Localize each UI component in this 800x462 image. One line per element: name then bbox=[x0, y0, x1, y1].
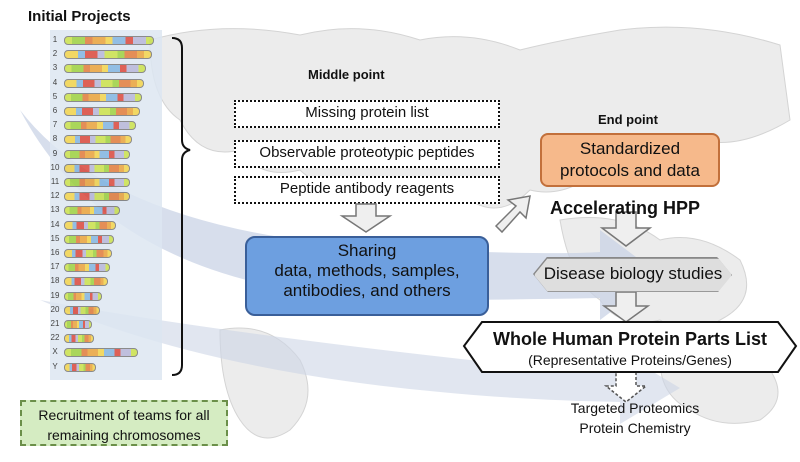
whole-parts-list-title: Whole Human Protein Parts List bbox=[492, 329, 768, 349]
chromosome-label: 8 bbox=[52, 134, 58, 144]
chromosome-ideogram bbox=[64, 78, 144, 88]
sharing-box: Sharing data, methods, samples, antibodi… bbox=[245, 236, 489, 316]
middle-point-title: Middle point bbox=[308, 67, 385, 82]
chromosome-label: 15 bbox=[50, 233, 60, 243]
chromosome-label: 22 bbox=[50, 333, 60, 343]
recruit-line-1: Recruitment of teams for all bbox=[38, 407, 210, 423]
chromosome-ideogram bbox=[64, 135, 132, 145]
sharing-line-1: Sharing bbox=[337, 241, 397, 260]
chromosome-label: 4 bbox=[52, 77, 58, 87]
chromosome-ideogram bbox=[64, 348, 138, 358]
chromosome-ideogram bbox=[64, 305, 100, 315]
chromosome-ideogram bbox=[64, 206, 120, 216]
initial-projects-title: Initial Projects bbox=[28, 8, 131, 25]
proteotypic-peptides-box: Observable proteotypic peptides bbox=[234, 140, 500, 168]
disease-biology-box: Disease biology studies bbox=[534, 258, 732, 292]
chromosome-ideogram bbox=[64, 149, 130, 159]
chromosome-ideogram bbox=[64, 277, 108, 287]
chromosome-label: 7 bbox=[52, 120, 58, 130]
chromosome-label: 20 bbox=[50, 304, 60, 314]
chromosome-label: 1 bbox=[52, 35, 58, 44]
sharing-line-2: data, methods, samples, bbox=[274, 261, 460, 280]
chromosome-ideogram bbox=[64, 320, 92, 329]
sharing-line-3: antibodies, and others bbox=[283, 281, 451, 300]
chromosome-label: 18 bbox=[50, 276, 60, 286]
accelerating-hpp-label: Accelerating HPP bbox=[550, 198, 701, 218]
chromosome-ideogram bbox=[64, 362, 96, 372]
chromosome-ideogram bbox=[64, 50, 152, 60]
chromosome-label: 9 bbox=[52, 148, 58, 158]
chromosome-ideogram bbox=[64, 36, 154, 45]
chromosome-label: 12 bbox=[50, 191, 60, 201]
chromosome-label: 21 bbox=[50, 319, 60, 328]
recruitment-box: Recruitment of teams for all remaining c… bbox=[20, 400, 228, 446]
chromosome-ideogram bbox=[64, 121, 136, 131]
chromosome-label: 13 bbox=[50, 205, 60, 215]
chromosome-label: 5 bbox=[52, 91, 58, 101]
end-point-title: End point bbox=[598, 112, 658, 127]
chromosome-ideogram bbox=[64, 178, 130, 187]
chromosome-ideogram bbox=[64, 163, 130, 173]
chromosome-label: 10 bbox=[50, 162, 60, 172]
chromosome-ideogram bbox=[64, 334, 94, 344]
antibody-reagents-box: Peptide antibody reagents bbox=[234, 176, 500, 204]
missing-protein-list-box: Missing protein list bbox=[234, 100, 500, 128]
chromosome-label: 3 bbox=[52, 63, 58, 73]
targeted-text: Targeted Proteomics Protein Chemistry bbox=[540, 398, 730, 438]
chromosome-label: 11 bbox=[50, 177, 60, 186]
chromosome-label: 16 bbox=[50, 248, 60, 257]
chromosome-ideogram bbox=[64, 249, 112, 258]
standard-line-2: protocols and data bbox=[560, 161, 700, 180]
chromosome-ideogram bbox=[64, 92, 142, 102]
chromosome-ideogram bbox=[64, 291, 102, 301]
chromosome-label: 2 bbox=[52, 49, 58, 59]
chromosome-ideogram bbox=[64, 263, 110, 273]
targeted-line-2: Protein Chemistry bbox=[579, 420, 691, 436]
chromosome-label: 19 bbox=[50, 290, 60, 300]
standardized-protocols-box: Standardized protocols and data bbox=[540, 133, 720, 187]
chromosome-ideogram bbox=[64, 234, 114, 244]
chromosome-ideogram bbox=[64, 64, 146, 74]
chromosome-ideogram bbox=[64, 192, 130, 202]
chromosome-ideogram bbox=[64, 220, 116, 230]
chromosome-label: X bbox=[52, 347, 58, 357]
chromosome-ideogram bbox=[64, 107, 140, 116]
chromosome-label: Y bbox=[52, 361, 58, 371]
targeted-line-1: Targeted Proteomics bbox=[570, 400, 700, 416]
chromosome-label: 17 bbox=[50, 262, 60, 272]
whole-parts-list-subtitle: (Representative Proteins/Genes) bbox=[528, 352, 732, 368]
standard-line-1: Standardized bbox=[579, 139, 681, 158]
recruit-line-2: remaining chromosomes bbox=[47, 427, 201, 443]
chromosome-label: 14 bbox=[50, 219, 60, 229]
chromosome-label: 6 bbox=[52, 106, 58, 115]
